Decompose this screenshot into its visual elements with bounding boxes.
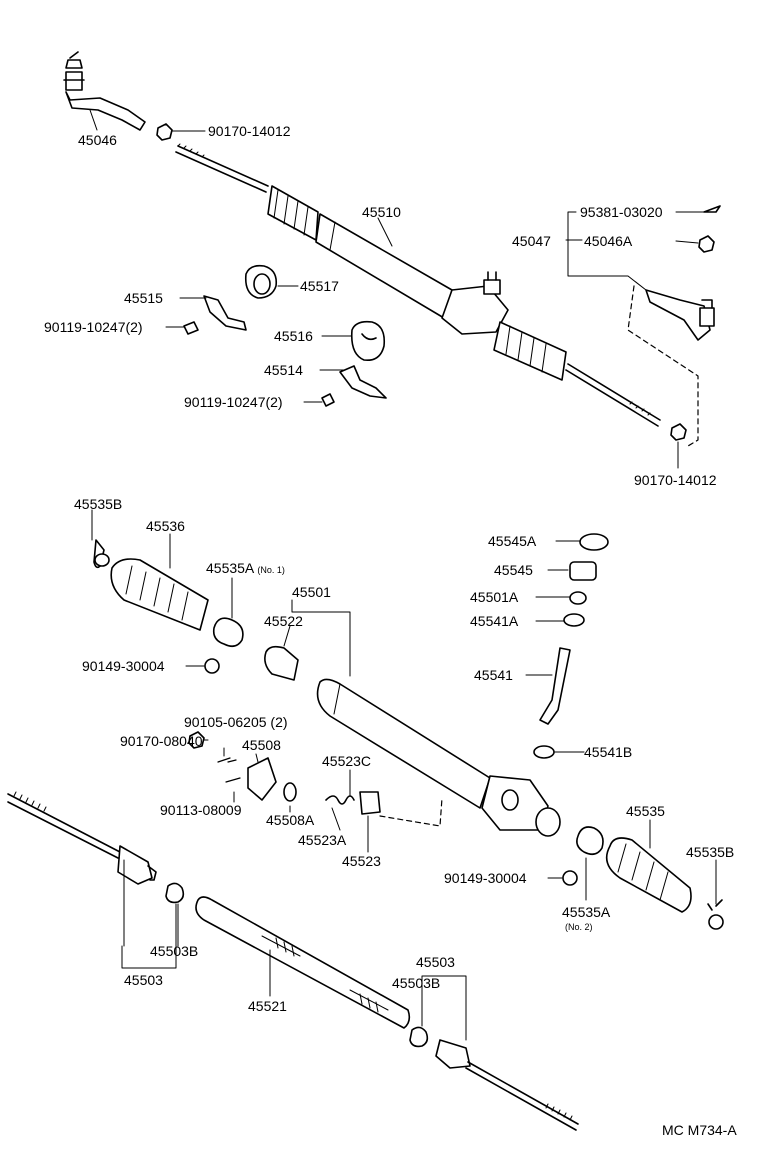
seal-45541B (533, 745, 555, 759)
guide-45523 (359, 791, 381, 815)
label-45516: 45516 (274, 328, 313, 344)
boot-left (267, 185, 319, 241)
label-90119-10247-a: 90119-10247(2) (44, 319, 143, 335)
rack-45521 (195, 896, 411, 1029)
label-45046: 45046 (78, 132, 117, 148)
tie-rod-end-left (63, 51, 146, 131)
boot-right (493, 321, 567, 381)
label-45514: 45514 (264, 362, 303, 378)
spring-45523A (325, 795, 355, 805)
inner-tie-rod-left (7, 793, 121, 859)
assembly-dashed-line (627, 285, 699, 447)
label-45521: 45521 (248, 998, 287, 1014)
label-45541: 45541 (474, 667, 513, 683)
label-95381-03020: 95381-03020 (580, 204, 663, 220)
lower-leader-lines (91, 509, 717, 1041)
plate-45508 (247, 757, 277, 801)
lock-washer-left (165, 882, 185, 904)
label-90170-08040: 90170-08040 (120, 733, 203, 749)
label-45517: 45517 (300, 278, 339, 294)
label-45503-right: 45503 (416, 954, 455, 970)
label-45535A-no2-note: (No. 2) (565, 922, 593, 932)
label-90170-14012-top: 90170-14012 (208, 123, 291, 139)
label-90113-08009: 90113-08009 (160, 802, 242, 818)
label-45545: 45545 (494, 562, 533, 578)
label-45535A-no2: 45535A (562, 904, 611, 920)
bracket-45515 (203, 295, 247, 331)
label-90149-30004-right: 90149-30004 (444, 870, 527, 886)
label-90170-14012-bottom: 90170-14012 (634, 472, 717, 488)
label-90119-10247-b: 90119-10247(2) (184, 394, 283, 410)
diagram-code: MC M734-A (662, 1122, 737, 1138)
label-45501: 45501 (292, 584, 331, 600)
label-45047: 45047 (512, 233, 551, 249)
nut-top (156, 123, 173, 141)
label-45541A: 45541A (470, 613, 519, 629)
cotter-pin (703, 205, 721, 213)
clip-45535B-right (708, 914, 724, 930)
label-45508A: 45508A (266, 812, 315, 828)
label-45503B-left: 45503B (150, 943, 199, 959)
label-45501A: 45501A (470, 589, 519, 605)
label-45523: 45523 (342, 853, 381, 869)
label-45515: 45515 (124, 290, 163, 306)
label-45535A-no1: 45535A (No. 1) (206, 560, 285, 576)
label-45523A: 45523A (298, 832, 347, 848)
label-90105-06205: 90105-06205 (2) (184, 714, 288, 730)
nut-45046A (698, 235, 715, 253)
upper-leader-lines (89, 109, 705, 469)
bolt-upper-left (183, 321, 199, 335)
label-45535B-right: 45535B (686, 844, 735, 860)
label-90149-30004-left: 90149-30004 (82, 658, 165, 674)
inner-tie-rod-right (435, 1039, 471, 1069)
rack-end-rod-left (175, 145, 269, 193)
rack-housing-45501 (316, 678, 491, 809)
boot-45536 (110, 558, 209, 631)
grommet-45516 (350, 320, 386, 362)
cap-45545A (579, 533, 609, 551)
seal-45501A (569, 591, 587, 605)
nut-90170-08040 (188, 731, 205, 749)
bushing-45522 (264, 645, 299, 681)
clamp-45535A-no2 (576, 826, 604, 856)
bearing-45541A (563, 613, 585, 627)
bolt-lower (321, 393, 335, 407)
boot-45535 (605, 837, 692, 913)
lock-washer-right (409, 1026, 429, 1048)
label-45508: 45508 (242, 737, 281, 753)
clamp-45535A-no1 (212, 617, 244, 648)
label-45536: 45536 (146, 518, 185, 534)
nut-45545 (569, 561, 597, 581)
washer-90149-left (204, 658, 220, 674)
pinion-45541 (539, 647, 571, 725)
washer-90149-right (562, 870, 578, 886)
rack-end-rod-right (565, 363, 661, 427)
label-45545A: 45545A (488, 533, 537, 549)
label-45503-left: 45503 (124, 972, 163, 988)
tie-rod-end-right (645, 289, 715, 341)
label-45522: 45522 (264, 613, 303, 629)
label-45541B: 45541B (584, 744, 633, 760)
label-45535: 45535 (626, 803, 665, 819)
label-45535B-left: 45535B (74, 496, 123, 512)
label-45503B-right: 45503B (392, 975, 441, 991)
nut-bottom-right (670, 423, 687, 441)
label-45046A: 45046A (584, 233, 633, 249)
label-45510: 45510 (362, 204, 401, 220)
label-45523C: 45523C (322, 753, 372, 769)
bracket-45514 (339, 365, 387, 399)
o-ring-45508A (283, 782, 297, 802)
